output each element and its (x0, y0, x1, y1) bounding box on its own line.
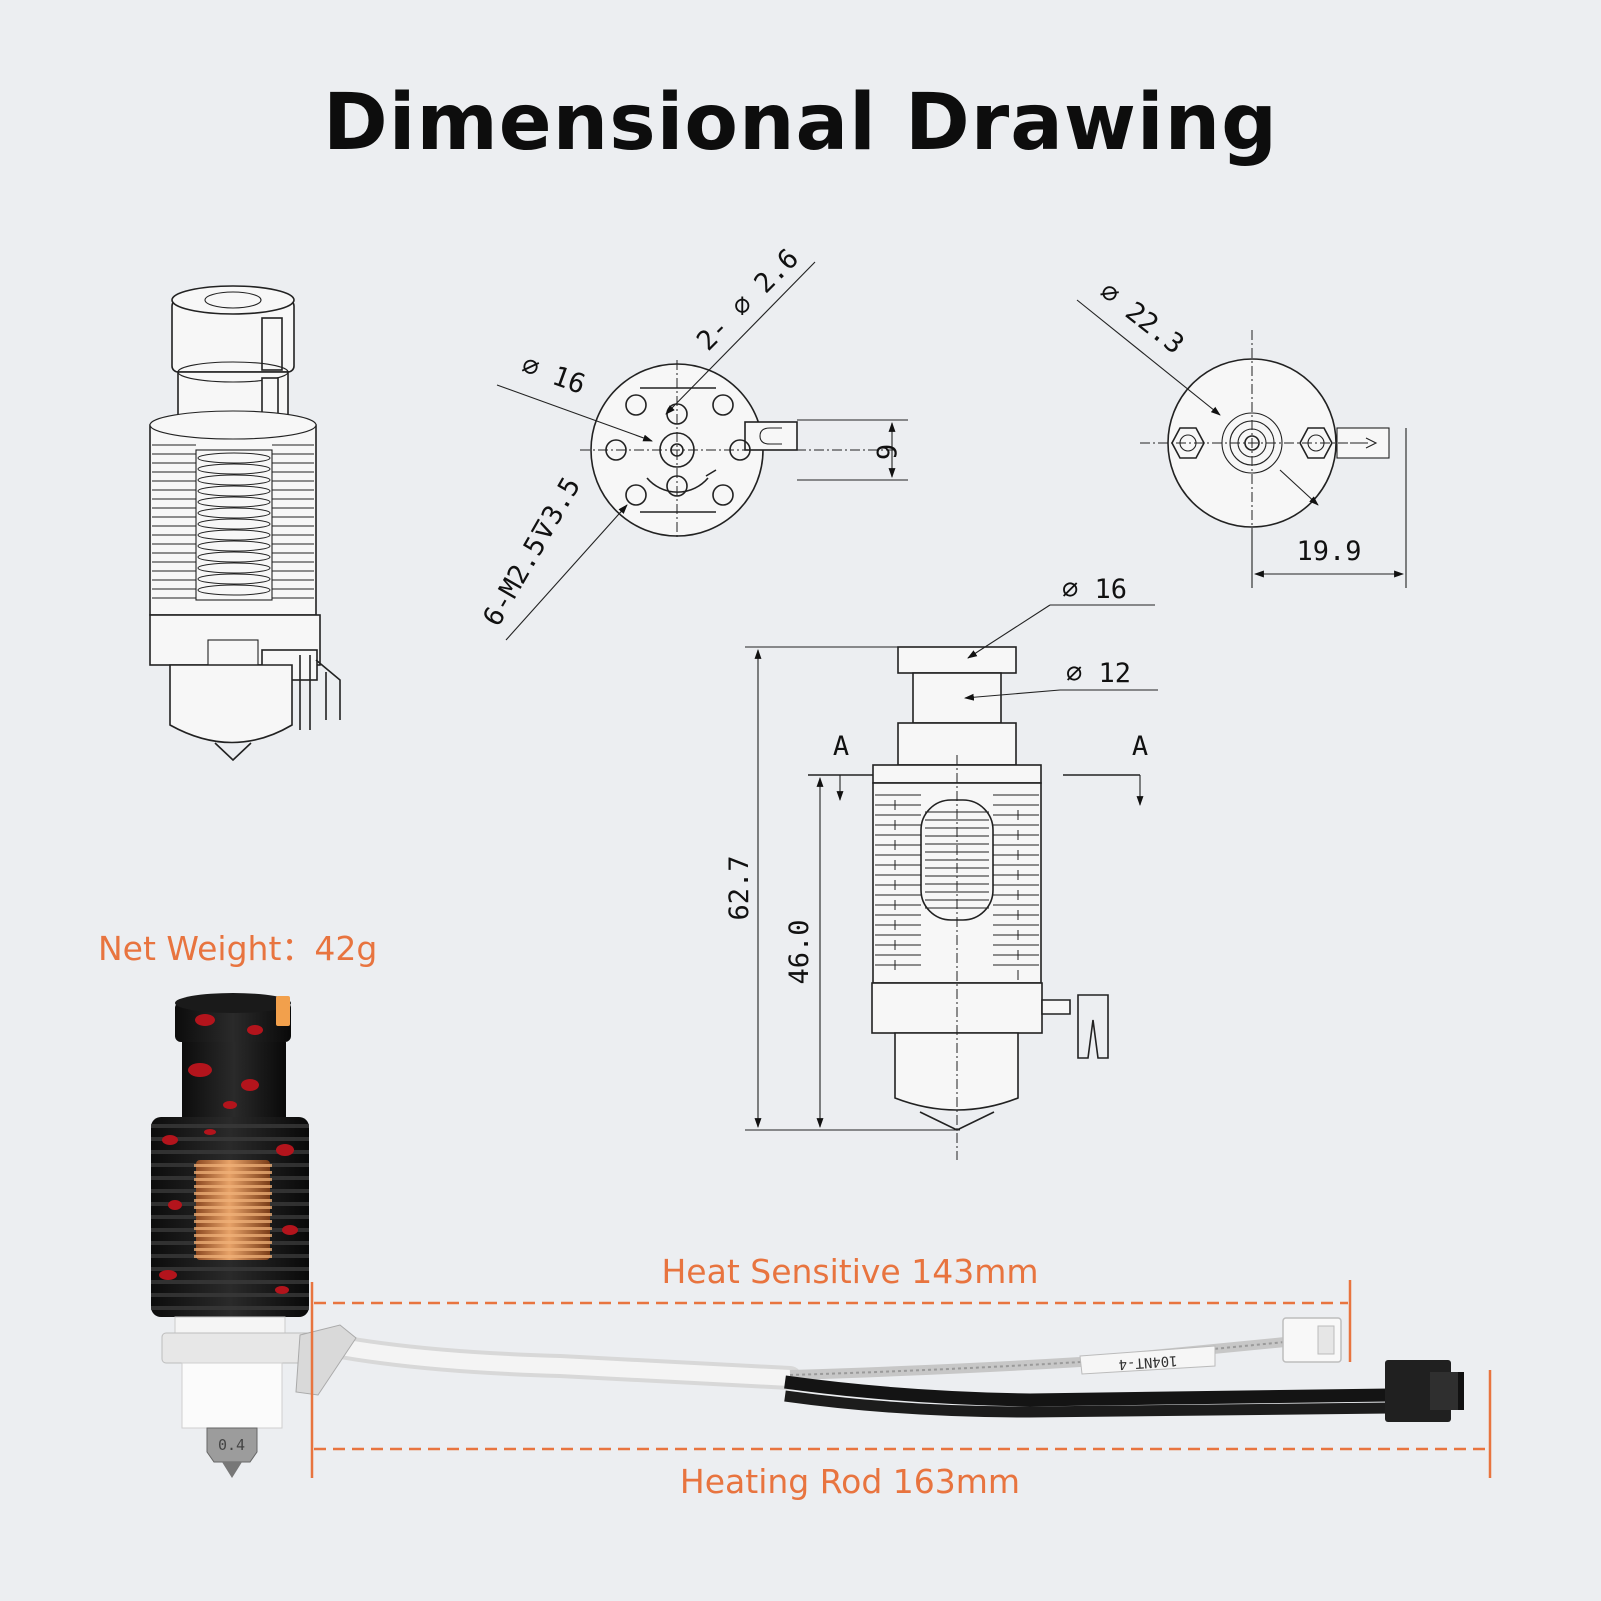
heat-sensitive-label: Heat Sensitive 143mm (661, 1252, 1039, 1291)
top-small-hole-dim: 2- ⌀ 2.6 (691, 243, 805, 357)
side-neck-dia-dim: ⌀ 12 (1066, 658, 1131, 689)
cable-dimension-lines (310, 1280, 1492, 1478)
lower-height-dim: 46.0 (784, 919, 815, 984)
top-outer-dim: ⌀ 16 (518, 349, 590, 400)
section-a-left: A (833, 731, 849, 762)
top-tab-dim: 6 (870, 444, 901, 460)
page-title: Dimensional Drawing (323, 78, 1278, 168)
section-a-right: A (1132, 731, 1148, 762)
side-top-dia-dim: ⌀ 16 (1062, 574, 1127, 605)
hotend-product-image: 104NT-4 (151, 993, 1464, 1478)
top-thread-dim: 6-M2.5⊽3.5 (477, 472, 587, 631)
overall-height-dim: 62.7 (724, 855, 755, 920)
heating-rod-label: Heating Rod 163mm (679, 1462, 1021, 1501)
side-view-drawing: 62.7 46.0 A A ⌀ 16 ⌀ 12 (724, 574, 1158, 1160)
top-view-drawing: 6 2- ⌀ 2.6 ⌀ 16 6-M2.5⊽3.5 (477, 243, 908, 641)
cable-marking: 104NT-4 (1118, 1352, 1178, 1372)
isometric-hotend-drawing (149, 285, 341, 762)
net-weight-label: Net Weight：42g (98, 929, 378, 968)
bottom-outer-dim: ⌀ 22.3 (1094, 276, 1190, 360)
nozzle-size-label: 0.4 (218, 1436, 245, 1454)
bottom-offset-dim: 19.9 (1296, 536, 1361, 567)
bottom-view-drawing: ⌀ 22.3 19.9 (1076, 276, 1407, 588)
